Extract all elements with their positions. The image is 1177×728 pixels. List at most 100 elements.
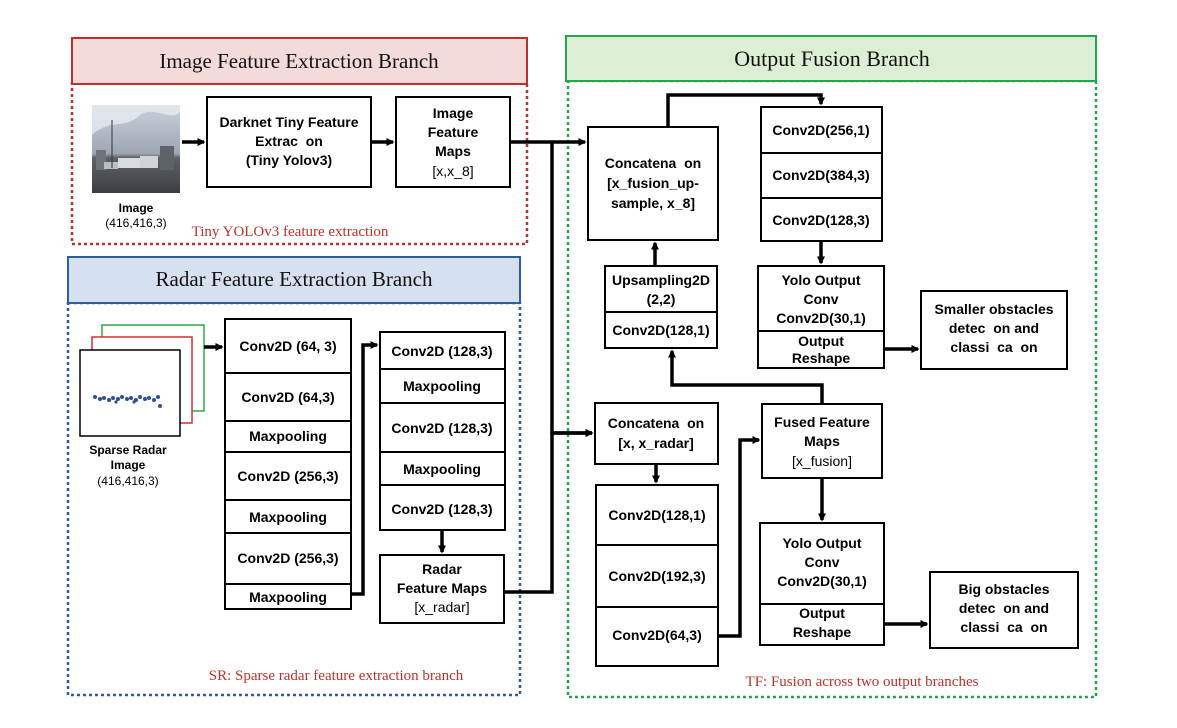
svg-text:Darknet Tiny Feature: Darknet Tiny Feature (219, 114, 358, 130)
radar-branch-caption: SR: Sparse radar feature extraction bran… (209, 668, 464, 684)
upsampling-box: Upsampling2D (2,2) Conv2D(128,1) (604, 265, 718, 349)
connectors (182, 93, 929, 638)
svg-text:Smaller obstacles: Smaller obstacles (934, 301, 1053, 317)
image-input-label: Image (119, 201, 154, 215)
svg-text:Conv2D(128,3): Conv2D(128,3) (772, 212, 869, 228)
svg-text:[x_fusion_up-: [x_fusion_up- (607, 175, 699, 191)
svg-text:Image: Image (433, 105, 474, 121)
top-conv-stack: Conv2D(256,1) Conv2D(384,3) Conv2D(128,3… (760, 106, 883, 242)
stack-b-layer: Conv2D (128,3) (391, 501, 492, 517)
svg-text:Conv2D(128,1): Conv2D(128,1) (612, 322, 709, 338)
stack-a-layer: Conv2D (64,3) (241, 389, 334, 405)
svg-text:classi ca on: classi ca on (950, 339, 1037, 355)
arrow-fusion-to-upsampling (668, 349, 824, 404)
svg-text:[x,x_8]: [x,x_8] (432, 163, 473, 179)
svg-text:Output: Output (799, 605, 845, 621)
svg-text:(2,2): (2,2) (647, 291, 676, 307)
concat-radar-box: Concatena on [x, x_radar] (594, 402, 719, 465)
image-input-shape: (416,416,3) (105, 216, 166, 230)
svg-text:Yolo Output: Yolo Output (782, 535, 861, 551)
svg-text:Extrac on: Extrac on (255, 133, 323, 149)
stack-b-layer: Maxpooling (403, 461, 481, 477)
svg-text:[x_radar]: [x_radar] (414, 599, 469, 615)
svg-text:sample, x_8]: sample, x_8] (611, 195, 695, 211)
arrow-bottom-stack-to-fused-maps (718, 436, 761, 638)
stack-b-layer: Maxpooling (403, 378, 481, 394)
svg-text:Radar: Radar (422, 561, 462, 577)
image-branch-caption: Tiny YOLOv3 feature extraction (192, 224, 389, 240)
svg-text:[x, x_radar]: [x, x_radar] (618, 435, 693, 451)
arrow-concat-top-to-top-stack (666, 93, 825, 127)
stack-a-layer: Conv2D (256,3) (237, 468, 338, 484)
image-branch-header (71, 37, 528, 85)
svg-text:Upsampling2D: Upsampling2D (612, 272, 710, 288)
radar-input-label-1: Sparse Radar (89, 443, 167, 457)
arrow-radar-maps-to-concat (504, 429, 594, 594)
image-branch-title: Image Feature Extraction Branch (159, 49, 439, 73)
svg-text:Concatena on: Concatena on (605, 155, 701, 171)
camera-image-thumbnail (92, 105, 180, 193)
svg-text:Output: Output (798, 333, 844, 349)
fusion-branch: Output Fusion Branch TF: Fusion across t… (565, 35, 1098, 699)
stack-b-layer: Conv2D (128,3) (391, 420, 492, 436)
radar-feature-maps-box: Radar Feature Maps [x_radar] (379, 554, 505, 624)
svg-text:Maps: Maps (435, 143, 471, 159)
svg-text:[x_fusion]: [x_fusion] (792, 453, 852, 469)
stack-a-layer: Conv2D (64, 3) (239, 338, 336, 354)
fusion-branch-caption: TF: Fusion across two output branches (746, 674, 979, 690)
svg-text:detec on and: detec on and (949, 320, 1039, 336)
stack-a-layer: Maxpooling (249, 509, 327, 525)
radar-branch-title: Radar Feature Extraction Branch (156, 267, 433, 291)
svg-text:Fused Feature: Fused Feature (774, 414, 870, 430)
svg-text:Feature: Feature (428, 124, 479, 140)
stack-a-layer: Maxpooling (249, 428, 327, 444)
svg-text:Conv2D(30,1): Conv2D(30,1) (776, 310, 865, 326)
arrow-stack-a-to-stack-b (351, 341, 379, 596)
yolo-output-bottom: Yolo Output Conv Conv2D(30,1) Output Res… (759, 522, 885, 646)
fusion-branch-header (565, 35, 1097, 82)
fusion-branch-title: Output Fusion Branch (734, 46, 930, 71)
radar-input-shape: (416,416,3) (97, 474, 158, 488)
stack-b-layer: Conv2D (128,3) (391, 343, 492, 359)
svg-text:Concatena on: Concatena on (608, 415, 704, 431)
radar-branch-frame (66, 301, 522, 697)
stack-a-layer: Conv2D (256,3) (237, 550, 338, 566)
svg-text:Conv2D(128,1): Conv2D(128,1) (608, 507, 705, 523)
radar-branch: Radar Feature Extraction Branch SR: Spar… (66, 256, 522, 697)
big-obstacles-output: Big obstacles detec on and classi ca on (929, 571, 1079, 649)
svg-text:Conv2D(256,1): Conv2D(256,1) (772, 122, 869, 138)
bottom-conv-stack: Conv2D(128,1) Conv2D(192,3) Conv2D(64,3) (595, 484, 719, 667)
image-branch-frame (70, 81, 529, 246)
radar-points (93, 395, 162, 408)
image-feature-maps-box: Image Feature Maps [x,x_8] (395, 96, 511, 188)
radar-branch-header (67, 256, 521, 304)
svg-text:Maps: Maps (804, 433, 840, 449)
radar-conv-stack-b: Conv2D (128,3) Maxpooling Conv2D (128,3)… (379, 331, 506, 531)
image-branch: Image Feature Extraction Branch Tiny YOL… (70, 37, 529, 246)
svg-text:Conv2D(192,3): Conv2D(192,3) (608, 568, 705, 584)
radar-input-label-2: Image (111, 458, 146, 472)
svg-text:Big obstacles: Big obstacles (958, 581, 1049, 597)
svg-text:detec on and: detec on and (959, 600, 1049, 616)
arrow-image-features-to-concat-radar (550, 142, 594, 437)
svg-text:Yolo Output: Yolo Output (781, 272, 860, 288)
radar-image-stack (79, 324, 205, 437)
concat-top-box: Concatena on [x_fusion_up- sample, x_8] (587, 126, 719, 241)
svg-text:Reshape: Reshape (792, 350, 851, 366)
radar-conv-stack-a: Conv2D (64, 3) Conv2D (64,3) Maxpooling … (224, 318, 352, 610)
svg-text:Conv: Conv (804, 291, 839, 307)
svg-text:Conv2D(30,1): Conv2D(30,1) (777, 573, 866, 589)
svg-text:classi ca on: classi ca on (960, 619, 1047, 635)
darknet-box: Darknet Tiny Feature Extrac on (Tiny Yol… (206, 96, 372, 188)
svg-text:(Tiny Yolov3): (Tiny Yolov3) (246, 152, 332, 168)
svg-text:Feature Maps: Feature Maps (397, 580, 487, 596)
small-obstacles-output: Smaller obstacles detec on and classi ca… (920, 290, 1068, 370)
stack-a-layer: Maxpooling (249, 589, 327, 605)
svg-text:Conv: Conv (805, 554, 840, 570)
svg-text:Reshape: Reshape (793, 624, 852, 640)
fused-feature-maps-box: Fused Feature Maps [x_fusion] (761, 403, 883, 479)
svg-text:Conv2D(384,3): Conv2D(384,3) (772, 167, 869, 183)
svg-text:Conv2D(64,3): Conv2D(64,3) (612, 627, 701, 643)
